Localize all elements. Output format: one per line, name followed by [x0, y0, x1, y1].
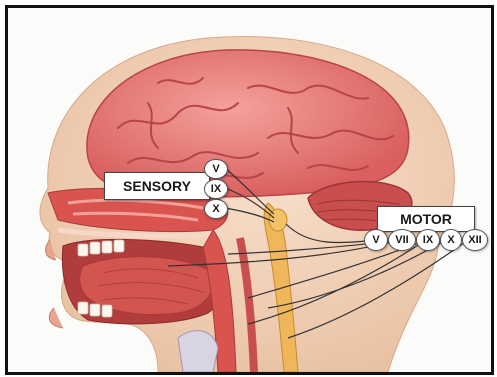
- motor-nerve-vii: VII: [388, 229, 416, 251]
- sensory-nerve-x: X: [204, 199, 228, 219]
- sensory-nerve-ix: IX: [204, 179, 228, 199]
- diagram-frame: SENSORY MOTOR V IX X V VII IX X XII: [5, 5, 494, 375]
- motor-nerve-v: V: [364, 229, 388, 251]
- sensory-nerve-v: V: [204, 159, 228, 179]
- motor-nerve-ix: IX: [416, 229, 440, 251]
- motor-nerve-x: X: [440, 229, 462, 251]
- motor-nerve-xii: XII: [462, 229, 488, 251]
- sensory-label: SENSORY: [104, 172, 210, 200]
- head-illustration: [8, 8, 491, 372]
